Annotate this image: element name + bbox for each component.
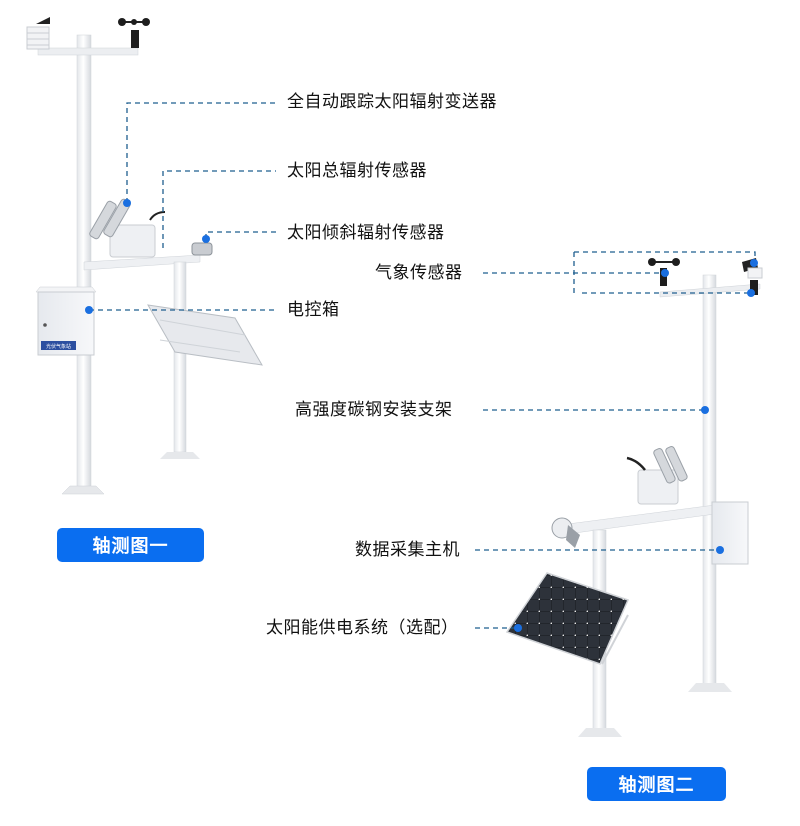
caption-badge-1: 轴测图一 bbox=[57, 528, 204, 562]
station-2 bbox=[505, 258, 763, 737]
solar-panel-icon bbox=[505, 572, 630, 665]
anemometer-icon bbox=[648, 258, 680, 286]
dot-anemometer bbox=[661, 269, 669, 277]
dot-shield bbox=[750, 259, 758, 267]
leader-total bbox=[162, 170, 276, 248]
tilt-radiation-sensor-icon bbox=[191, 242, 213, 256]
leader-tilt bbox=[205, 231, 276, 239]
anemometer-icon bbox=[118, 18, 150, 48]
leader-tracker bbox=[126, 102, 276, 203]
dot-cabinet bbox=[85, 306, 93, 314]
dot-host bbox=[716, 546, 724, 554]
dot-bracket bbox=[701, 406, 709, 414]
leader-weather-box-top bbox=[574, 251, 756, 261]
label-tracker: 全自动跟踪太阳辐射变送器 bbox=[287, 92, 497, 112]
solar-panel-icon bbox=[147, 304, 263, 366]
caption-badge-2: 轴测图二 bbox=[587, 767, 726, 801]
label-data-host: 数据采集主机 bbox=[355, 540, 460, 560]
label-tilt-radiation: 太阳倾斜辐射传感器 bbox=[287, 223, 445, 243]
label-bracket: 高强度碳钢安装支架 bbox=[295, 400, 453, 420]
station-1: 光伏气象站 bbox=[26, 17, 263, 495]
label-solar-power: 太阳能供电系统（选配） bbox=[266, 618, 459, 638]
dot-weather-base bbox=[747, 289, 755, 297]
dot-solar bbox=[514, 624, 522, 632]
label-total-radiation: 太阳总辐射传感器 bbox=[287, 161, 427, 181]
label-weather-sensor: 气象传感器 bbox=[375, 263, 463, 283]
data-logger-box bbox=[711, 501, 749, 565]
leader-lines bbox=[89, 102, 756, 629]
sun-tracker-icon bbox=[626, 446, 688, 505]
dot-tilt bbox=[202, 235, 210, 243]
sun-tracker-icon bbox=[89, 198, 166, 258]
tilt-radiation-sensor-icon bbox=[551, 517, 580, 548]
control-cabinet: 光伏气象站 bbox=[35, 286, 97, 356]
dot-tracker bbox=[123, 199, 131, 207]
leader-weather-box-bottom bbox=[573, 252, 751, 294]
temperature-humidity-shield-icon bbox=[26, 17, 50, 50]
anchor-dots bbox=[85, 199, 758, 632]
label-cabinet: 电控箱 bbox=[287, 300, 340, 320]
cabinet-plate: 光伏气象站 bbox=[46, 343, 71, 350]
